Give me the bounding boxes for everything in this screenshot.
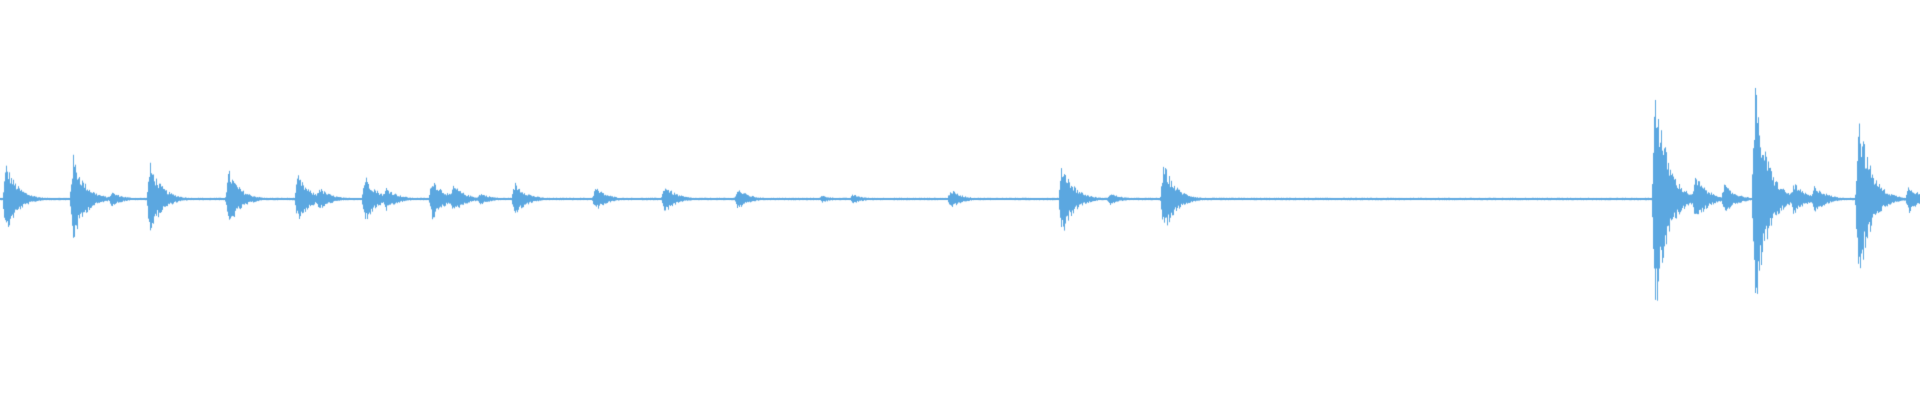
audio-waveform[interactable] [0, 0, 1920, 400]
